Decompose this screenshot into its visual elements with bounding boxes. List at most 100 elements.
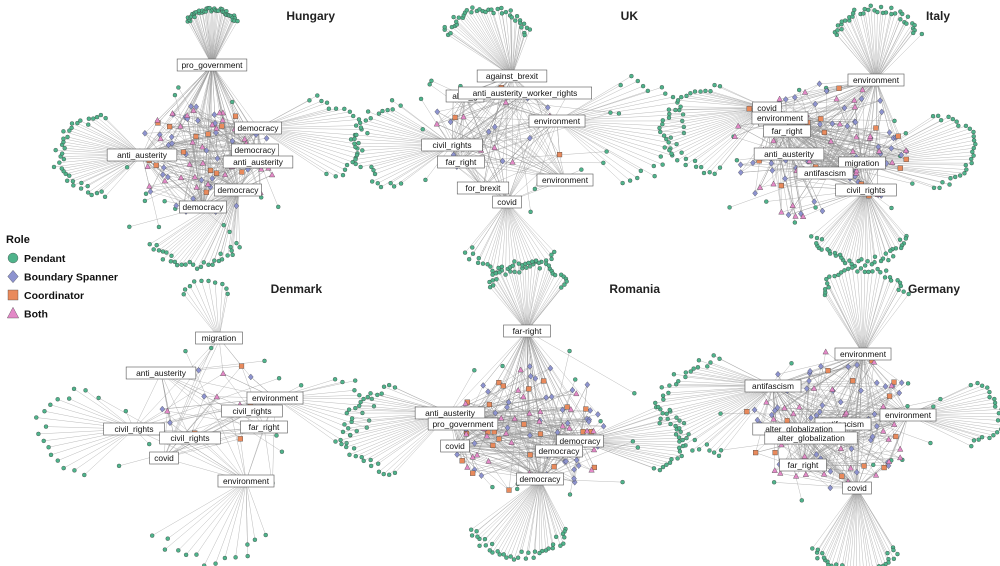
boundary-spanner-node (845, 363, 851, 370)
pendant-node (212, 280, 218, 285)
boundary-spanner-node (559, 406, 566, 414)
pendant-node (123, 408, 128, 414)
pendant-node (931, 185, 937, 191)
pendant-node (889, 11, 894, 17)
pendant-node (398, 181, 404, 186)
hub-label-text: covid (154, 453, 174, 463)
hub-label-text: far_right (772, 126, 803, 136)
pendant-node (353, 157, 358, 162)
hub-labels: against_brexitalter_ganti_austerity_work… (421, 69, 594, 209)
hub-label-text: environment (534, 116, 581, 126)
pendant-node (485, 262, 490, 267)
hub-label: covid (440, 439, 470, 453)
coordinator-node (537, 431, 544, 437)
boundary-spanner-node (492, 409, 499, 417)
coordinator-node (213, 170, 220, 176)
hub-label: far_right (779, 458, 827, 472)
pendant-node (836, 272, 841, 278)
coordinator-node (459, 458, 465, 464)
hub-label: civil_rights (103, 422, 165, 436)
hub-label: civil_rights (221, 404, 283, 418)
pendant-node (156, 248, 162, 253)
boundary-spanner-node (768, 160, 775, 167)
pendant-node (677, 426, 682, 431)
pendant-node (351, 113, 356, 119)
pendant-node (190, 262, 196, 267)
pendant-node (176, 85, 181, 90)
pendant-node (666, 107, 672, 112)
pendant-node (340, 429, 346, 435)
pendant-node (716, 453, 722, 459)
hub-label-box (234, 121, 282, 135)
pendant-node (514, 14, 520, 19)
pendant-node (7, 252, 19, 264)
pendant-node (635, 445, 640, 450)
pendant-node (846, 266, 851, 271)
coordinator-node (778, 183, 784, 189)
pendant-node (963, 123, 969, 129)
pendant-node (717, 165, 723, 170)
boundary-spanner-node (173, 202, 179, 209)
pendant-node (82, 472, 87, 478)
pendant-node (517, 270, 522, 275)
pendant-node (660, 122, 665, 127)
pendant-node (657, 421, 662, 426)
boundary-spanner-node (573, 456, 580, 464)
pendant-node (326, 106, 332, 111)
coordinator-node (895, 133, 901, 139)
boundary-spanner-node (818, 363, 824, 370)
boundary-spanner-node (806, 377, 812, 385)
pendant-node (553, 534, 559, 540)
pendant-node (206, 278, 211, 284)
pendant-node (365, 394, 370, 400)
coordinator-node (193, 133, 199, 140)
legend-label: Pendant (24, 253, 66, 265)
pendant-node (210, 262, 215, 267)
pendant-node (368, 391, 373, 396)
pendant-node (222, 555, 228, 561)
pendant-node (810, 546, 815, 551)
pendant-node (573, 377, 578, 382)
pendant-node (883, 10, 889, 15)
both-node (491, 144, 498, 150)
pendant-node (510, 263, 515, 268)
pendant-node (688, 91, 693, 96)
pendant-node (969, 160, 974, 166)
pendant-node (332, 377, 338, 382)
boundary-spanner-node (563, 458, 569, 465)
hub-label-box (847, 73, 905, 87)
pendant-node (371, 404, 377, 409)
pendant-node (372, 171, 378, 177)
both-node (853, 133, 860, 140)
hub-label-text: civil_rights (170, 433, 209, 443)
boundary-spanner-node (896, 389, 903, 397)
pendant-node (116, 463, 122, 469)
both-node (590, 427, 597, 434)
pendant-node (734, 158, 740, 163)
pendant-node (339, 441, 344, 447)
pendant-node (519, 25, 524, 30)
boundary-spanner-node (203, 147, 210, 154)
pendant-node (815, 547, 821, 552)
pendant-node (344, 410, 349, 416)
both-node (885, 436, 892, 442)
boundary-spanner-node (571, 475, 577, 482)
pendant-node (671, 372, 677, 377)
pendant-node (696, 358, 702, 363)
coordinator-node (903, 156, 909, 162)
pendant-node (62, 146, 67, 151)
hub-label: far_right (763, 124, 811, 138)
pendant-node (537, 550, 542, 556)
pendant-node (490, 268, 495, 274)
pendant-node (347, 432, 353, 438)
hub-label-text: anti_austerity (425, 408, 476, 418)
both-node (511, 415, 518, 422)
pendant-node (375, 392, 380, 398)
hub-label-text: environment (542, 175, 589, 185)
pendant-node (659, 85, 665, 90)
pendant-node (67, 173, 72, 178)
pendant-node (840, 563, 845, 566)
both-node (821, 470, 828, 477)
hub-label-text: covid (847, 483, 867, 493)
both-node (827, 137, 834, 144)
